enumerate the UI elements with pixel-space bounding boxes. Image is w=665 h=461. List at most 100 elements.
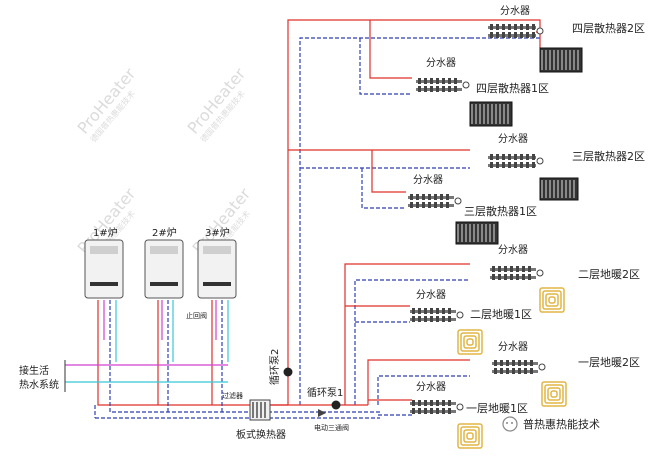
radiator-f4z1-fin-5: [491, 104, 493, 124]
zone-f3z1-label: 三层散热器1区: [464, 204, 537, 218]
floor-coil-f1z2-loop-0: [550, 390, 558, 398]
radiator-f4z2-fin-9: [577, 50, 579, 70]
manifold-f4z1-port-b-1: [424, 86, 427, 92]
manifold-f4z2-port-0: [490, 24, 493, 30]
radiator-f3z1-fin-4: [473, 224, 475, 242]
manifold-f2z1-port-b-4: [436, 316, 439, 322]
radiator-f3z1: [455, 221, 499, 245]
hx-label: 板式换热器: [236, 428, 286, 441]
f4z1-return-6: [359, 38, 412, 95]
manifold-f3z2-port-b-7: [532, 162, 535, 168]
radiator-f4z1-fin-1: [475, 104, 477, 124]
primary-supply-19: [97, 300, 250, 406]
radiator-f3z1-fin-8: [489, 224, 491, 242]
manifold-f2z1-port-b-1: [418, 316, 421, 322]
plate-heat-exchanger: [249, 399, 271, 421]
floor-coil-f2z1-loop-0: [466, 338, 474, 346]
radiator-f3z1-fin-6: [481, 224, 483, 242]
radiator-f3z1-fin-5: [477, 224, 479, 242]
radiator-f3z2-fin-3: [553, 180, 555, 198]
boiler-1-label: 1#炉: [93, 227, 118, 239]
manifold-f1z2-port-2: [506, 360, 509, 366]
zone-f2z2-label: 二层地暖2区: [578, 268, 640, 281]
manifold-f4z1-port-1: [424, 78, 427, 84]
manifold-f4z2-port-b-6: [526, 32, 529, 38]
manifold-label-f3z1: 分水器: [413, 174, 443, 186]
zone-f3z2-label: 三层散热器2区: [572, 149, 645, 163]
manifold-f1z2-gauge: [538, 363, 546, 371]
manifold-f1z2-port-6: [530, 360, 533, 366]
floor-coil-f1z2: [541, 381, 567, 407]
hx-plate-1: [256, 402, 258, 418]
manifold-f3z2-bar-bottom: [488, 164, 536, 167]
manifold-f1z2-port-b-1: [500, 368, 503, 374]
radiator-f4z2-fin-2: [549, 50, 551, 70]
manifold-f2z2-port-5: [522, 266, 525, 272]
radiator-f3z1-fin-2: [465, 224, 467, 242]
manifold-f3z1-port-b-5: [440, 202, 443, 208]
f1-supply-15: [367, 359, 470, 405]
zone-f4z2-label: 四层散热器2区: [572, 21, 645, 35]
manifold-f3z2-port-1: [496, 154, 499, 160]
manifold-f2z1-port-5: [442, 308, 445, 314]
manifold-f3z1-port-b-1: [416, 202, 419, 208]
manifold-f1z2-port-b-3: [512, 368, 515, 374]
manifold-f2z1: [410, 308, 464, 322]
manifold-f4z1-port-b-0: [418, 86, 421, 92]
manifold-f3z1-port-0: [410, 194, 413, 200]
piping-layer: [64, 19, 541, 419]
floor-coil-f2z2: [539, 287, 565, 313]
manifold-f4z2-port-3: [508, 24, 511, 30]
floor-coil-f1z2-loop-2: [544, 384, 564, 404]
zone-f1z1-label: 一层地暖1区: [466, 402, 528, 415]
manifold-label-f1z1: 分水器: [416, 381, 446, 393]
supply-riser-0: [287, 19, 470, 405]
floor-coil-f1z1-loop-3: [457, 423, 483, 449]
manifold-f4z2: [488, 24, 544, 38]
pump1-symbol: [331, 400, 341, 410]
manifold-f3z2-port-b-5: [520, 162, 523, 168]
check-valve-label: 止回阀: [186, 311, 207, 320]
manifold-f4z1-port-b-5: [448, 86, 451, 92]
radiator-f4z1-fin-4: [487, 104, 489, 124]
pump2-symbol: [283, 367, 293, 377]
manifold-f3z2-port-b-6: [526, 162, 529, 168]
f1-return-16: [377, 375, 470, 405]
manifold-f3z2-port-b-4: [514, 162, 517, 168]
radiator-f3z1-fin-7: [485, 224, 487, 242]
f4z2-supply-2: [470, 19, 541, 30]
manifold-f1z1-port-1: [418, 400, 421, 406]
manifold-f1z2-port-b-2: [506, 368, 509, 374]
manifold-f1z1-port-b-1: [418, 408, 421, 414]
manifold-f2z1-port-2: [424, 308, 427, 314]
f2-supply-11: [344, 263, 470, 405]
watermark-1: ProHeater 德国普热惠能技术: [74, 64, 140, 144]
radiator-f3z2-fin-0: [541, 180, 543, 198]
radiator-f4z1-fin-9: [507, 104, 509, 124]
manifold-f4z1-port-3: [436, 78, 439, 84]
radiator-f4z2-fin-5: [561, 50, 563, 70]
hx-plate-3: [264, 402, 266, 418]
manifold-f1z2-port-b-0: [494, 368, 497, 374]
manifold-label-f3z2: 分水器: [498, 133, 528, 145]
floor-coil-f2z2-loop-2: [542, 290, 562, 310]
manifold-f2z2: [490, 266, 544, 280]
floor-coil-f1z1-loop-0: [466, 432, 474, 440]
manifold-f1z2-port-b-6: [530, 368, 533, 374]
manifold-f3z2-port-3: [508, 154, 511, 160]
manifold-label-f1z2: 分水器: [498, 341, 528, 353]
logo-text: 普热惠热能技术: [523, 417, 600, 431]
manifold-f2z2-port-b-2: [504, 274, 507, 280]
manifold-f3z1-port-b-0: [410, 202, 413, 208]
manifold-f1z1-port-b-6: [448, 408, 451, 414]
radiator-f3z2-fin-6: [565, 180, 567, 198]
hx-plate-2: [260, 402, 262, 418]
manifold-f2z1-port-1: [418, 308, 421, 314]
manifold-f2z2-port-b-4: [516, 274, 519, 280]
manifold-f1z2-port-1: [500, 360, 503, 366]
manifold-f4z2-port-1: [496, 24, 499, 30]
radiator-f3z2-fin-1: [545, 180, 547, 198]
radiator-f4z1-fin-2: [479, 104, 481, 124]
manifold-f3z1-port-b-3: [428, 202, 431, 208]
manifold-f2z2-port-b-0: [492, 274, 495, 280]
